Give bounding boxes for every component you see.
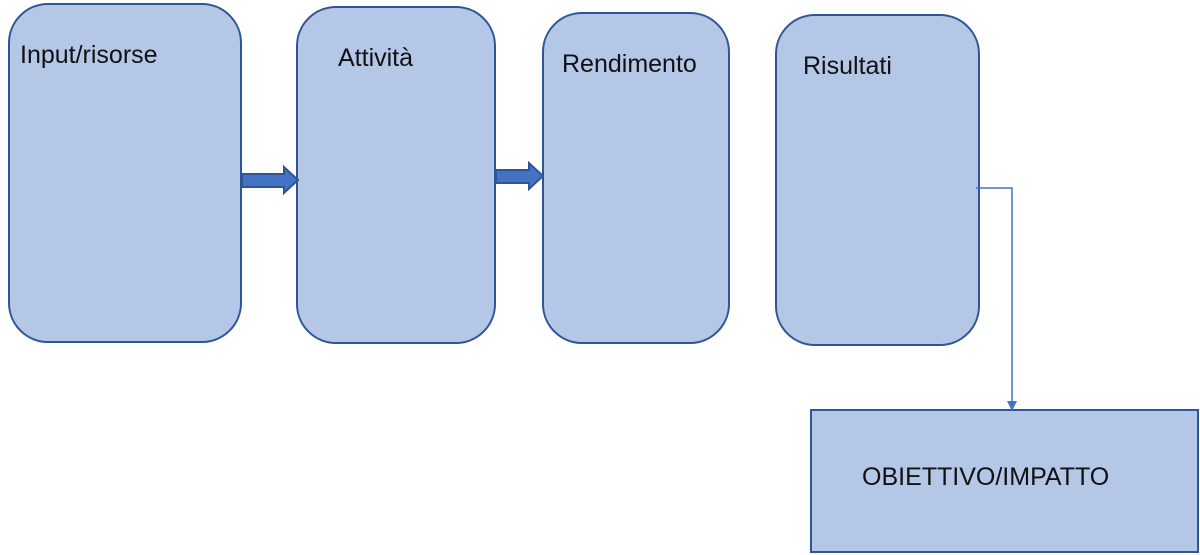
- attivita-label: Attività: [338, 44, 414, 72]
- rendimento-label: Rendimento: [562, 50, 697, 78]
- input-risorse-box: Input/risorse: [8, 3, 242, 343]
- arrow-input-to-attivita: [241, 164, 300, 196]
- risultati-label: Risultati: [803, 52, 892, 80]
- obiettivo-impatto-box: OBIETTIVO/IMPATTO: [810, 409, 1199, 553]
- input-risorse-label: Input/risorse: [20, 41, 158, 69]
- arrow-attivita-to-rendimento: [495, 160, 545, 192]
- connector-risultati-to-obiettivo: [976, 187, 1013, 403]
- obiettivo-impatto-label: OBIETTIVO/IMPATTO: [862, 463, 1110, 491]
- connector-arrowhead: [1007, 401, 1017, 411]
- rendimento-box: Rendimento: [542, 12, 730, 344]
- attivita-box: Attività: [296, 6, 496, 344]
- risultati-box: Risultati: [775, 14, 980, 346]
